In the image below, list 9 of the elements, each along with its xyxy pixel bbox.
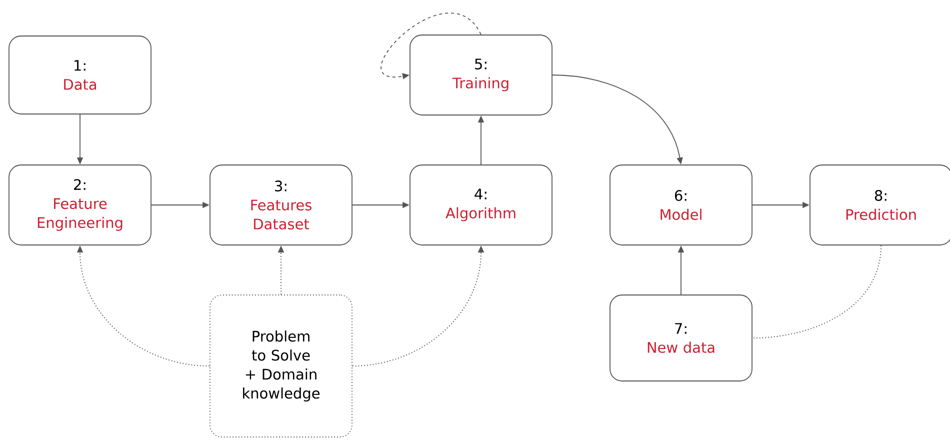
process-box: 3: Features Dataset — [210, 164, 352, 246]
process-box: 1: Data — [8, 36, 152, 114]
process-box: 2: Feature Engineering — [8, 164, 152, 246]
note-box: Problem to Solve + Domain knowledge — [210, 294, 352, 438]
process-box: 8: Prediction — [810, 164, 950, 246]
process-box: 7: New data — [610, 294, 752, 382]
process-box: 5: Training — [410, 34, 552, 116]
process-box: 4: Algorithm — [410, 164, 552, 246]
process-box: 6: Model — [610, 164, 752, 246]
